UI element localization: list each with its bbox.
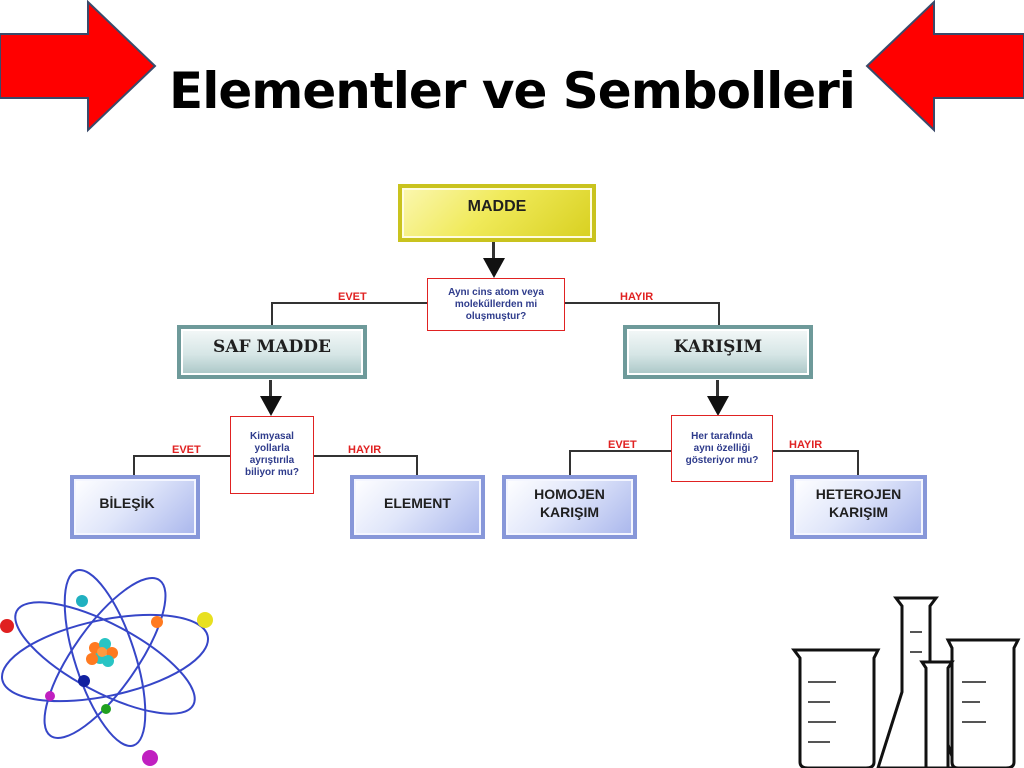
connector (569, 450, 672, 452)
down-arrow-icon (483, 258, 505, 278)
connector (564, 302, 720, 304)
no-label: HAYIR (620, 291, 654, 303)
connector (133, 455, 135, 476)
yes-label: EVET (172, 444, 201, 456)
connector (718, 302, 720, 326)
right-pointing-arrow-icon (0, 0, 157, 133)
connector (313, 455, 417, 457)
left-pointing-arrow-icon (865, 0, 1024, 133)
connector (269, 380, 272, 400)
page-title: Elementler ve Sembolleri (169, 62, 856, 120)
connector (716, 380, 719, 400)
yes-label: EVET (608, 439, 637, 451)
question-box-2: Kimyasal yollarla ayrıştırıla biliyor mu… (230, 416, 314, 494)
connector (569, 450, 571, 476)
connector (857, 450, 859, 476)
node-madde: MADDE (398, 184, 596, 242)
atom-icon (0, 569, 213, 766)
node-bilesik: BİLEŞİK (70, 475, 200, 539)
connector (271, 302, 273, 326)
down-arrow-icon (707, 396, 729, 416)
node-saf-madde: SAF MADDE (177, 325, 367, 379)
connector (492, 242, 495, 262)
question-box-3: Her tarafında aynı özelliği gösteriyor m… (671, 415, 773, 482)
node-element: ELEMENT (350, 475, 485, 539)
lab-glassware-icon (791, 596, 1021, 768)
node-heterojen-karisim: HETEROJEN KARIŞIM (790, 475, 927, 539)
node-karisim: KARIŞIM (623, 325, 813, 379)
connector (133, 455, 231, 457)
no-label: HAYIR (789, 439, 823, 451)
down-arrow-icon (260, 396, 282, 416)
question-box-1: Aynı cins atom veya molekűllerden mi olu… (427, 278, 565, 331)
connector (271, 302, 428, 304)
no-label: HAYIR (348, 444, 382, 456)
connector (772, 450, 858, 452)
yes-label: EVET (338, 291, 367, 303)
connector (416, 455, 418, 476)
node-homojen-karisim: HOMOJEN KARIŞIM (502, 475, 637, 539)
